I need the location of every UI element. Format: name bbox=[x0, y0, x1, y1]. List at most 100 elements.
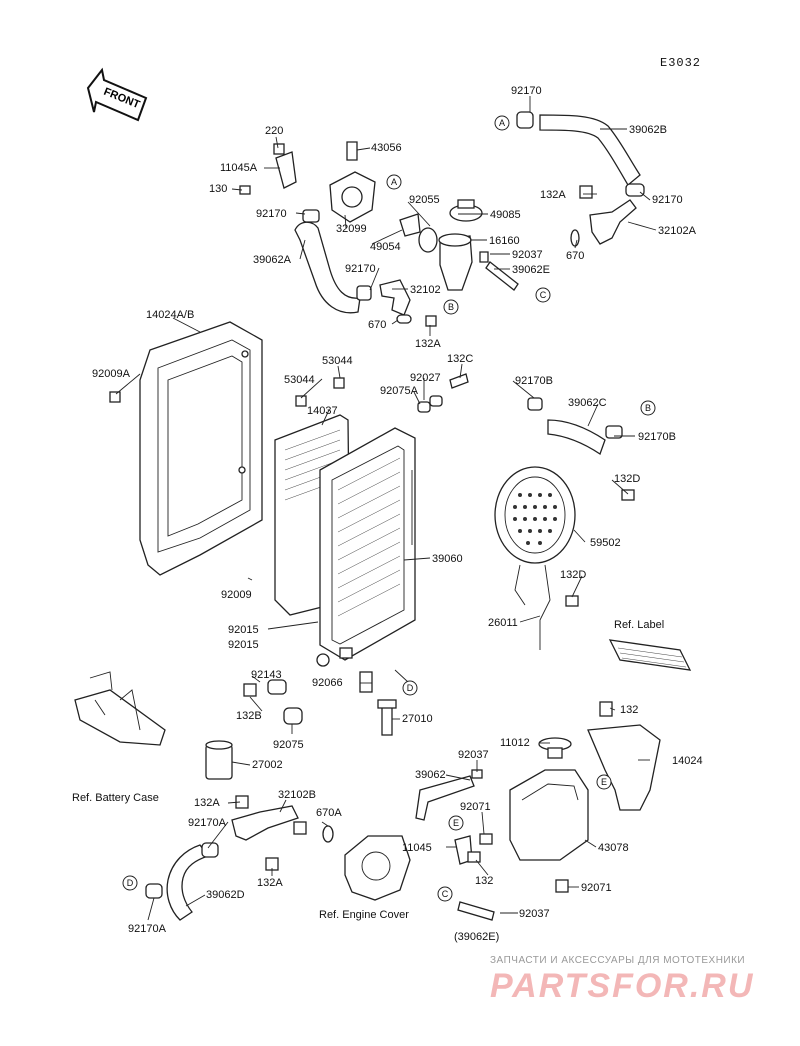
connector-a-label-top: A bbox=[499, 118, 505, 128]
part-label: 16160 bbox=[489, 235, 520, 247]
part-label: (39062E) bbox=[454, 931, 499, 943]
part-label: 27010 bbox=[402, 713, 433, 725]
part-label: 49085 bbox=[490, 209, 521, 221]
connector-b-mark-right bbox=[640, 400, 656, 416]
thermostat-housing-drawing bbox=[239, 141, 376, 223]
connector-e-label-left: E bbox=[453, 818, 459, 828]
connector-c-label-bottom: C bbox=[442, 889, 449, 899]
part-label: 39062C bbox=[568, 397, 607, 409]
part-label: 92009 bbox=[221, 589, 252, 601]
connector-b-label-right: B bbox=[645, 403, 651, 413]
leader-lines bbox=[115, 96, 657, 921]
part-label: 92071 bbox=[460, 801, 491, 813]
part-labels: 220 11045A 130 43056 92170 39062A 32099 … bbox=[92, 85, 703, 943]
mounts-92143-92075-drawing bbox=[243, 679, 303, 725]
connector-a-mark bbox=[386, 174, 402, 190]
hose-39062A-drawing bbox=[294, 209, 372, 314]
part-label: 92170B bbox=[638, 431, 676, 443]
radiator-39060-drawing bbox=[316, 427, 416, 693]
battery-bracket-drawing bbox=[74, 671, 166, 746]
part-label: 92170A bbox=[188, 817, 227, 829]
part-label: 132D bbox=[614, 473, 640, 485]
ref-battery-case-text: Ref. Battery Case bbox=[72, 792, 159, 804]
connector-e-mark-left bbox=[448, 815, 464, 831]
part-label: 132B bbox=[236, 710, 262, 722]
reference-labels: Ref. Label Ref. Battery Case Ref. Engine… bbox=[72, 619, 664, 921]
part-label: 92037 bbox=[458, 749, 489, 761]
part-label: 53044 bbox=[322, 355, 353, 367]
part-label: 26011 bbox=[488, 617, 518, 629]
pipe-32102A-drawing bbox=[570, 185, 637, 247]
part-label: 32102B bbox=[278, 789, 316, 801]
hose-39062B-drawing bbox=[516, 111, 645, 197]
part-label: 92170 bbox=[256, 208, 287, 220]
part-label: 92015 bbox=[228, 624, 259, 636]
part-label: 59502 bbox=[590, 537, 621, 549]
connector-e-label: E bbox=[601, 777, 607, 787]
diagram-code: E3032 bbox=[660, 56, 701, 70]
connector-b-mark bbox=[443, 299, 459, 315]
connector-d-label: D bbox=[407, 683, 414, 693]
engine-cover-drawing bbox=[344, 835, 411, 901]
connector-c-mark bbox=[535, 287, 551, 303]
part-label: 132A bbox=[194, 797, 220, 809]
connector-d-mark-left bbox=[122, 875, 138, 891]
reservoir-tank-43078-drawing bbox=[509, 737, 589, 893]
part-label: 92170 bbox=[652, 194, 683, 206]
part-label: 92055 bbox=[409, 194, 440, 206]
part-label: 39062 bbox=[415, 769, 446, 781]
part-label: 14024A/B bbox=[146, 309, 194, 321]
part-label: 27002 bbox=[252, 759, 283, 771]
part-label: 43056 bbox=[371, 142, 402, 154]
watermark-logo: PARTSFOR.RU bbox=[490, 967, 755, 1005]
part-label: 92075A bbox=[380, 385, 419, 397]
part-label: 670 bbox=[566, 250, 584, 262]
part-label: 11012 bbox=[500, 737, 530, 749]
ref-engine-cover-text: Ref. Engine Cover bbox=[319, 909, 409, 921]
connector-marks: A A B B C C D D E E bbox=[122, 115, 656, 902]
part-label: 220 bbox=[265, 125, 283, 137]
part-label: 132C bbox=[447, 353, 473, 365]
part-label: 92037 bbox=[519, 908, 550, 920]
connector-b-label: B bbox=[448, 302, 454, 312]
part-label: 132A bbox=[257, 877, 283, 889]
bolts-92027-132C-drawing bbox=[417, 373, 469, 413]
part-label: 39062D bbox=[206, 889, 245, 901]
part-label: 670 bbox=[368, 319, 386, 331]
part-label: 14037 bbox=[307, 405, 338, 417]
connector-d-mark bbox=[402, 680, 418, 696]
front-arrow-icon: FRONT bbox=[86, 67, 148, 122]
part-label: 92066 bbox=[312, 677, 343, 689]
part-label: 49054 bbox=[370, 241, 401, 253]
part-label: 132 bbox=[475, 875, 493, 887]
hose-39062C-drawing bbox=[527, 397, 623, 456]
ref-label-drawing bbox=[608, 639, 692, 671]
part-label: 132D bbox=[560, 569, 586, 581]
part-label: 14024 bbox=[672, 755, 703, 767]
part-label: 53044 bbox=[284, 374, 315, 386]
part-label: 11045 bbox=[402, 842, 432, 854]
fan-switch-27002-drawing bbox=[205, 740, 233, 780]
part-label: 11045A bbox=[220, 162, 258, 174]
part-label: 92009A bbox=[92, 368, 131, 380]
watermark-tagline: ЗАПЧАСТИ И АКСЕССУАРЫ ДЛЯ МОТОТЕХНИКИ bbox=[490, 955, 746, 966]
part-label: 92170 bbox=[511, 85, 542, 97]
connector-e-mark bbox=[596, 774, 612, 790]
part-label: 39062B bbox=[629, 124, 667, 136]
part-label: 39062E bbox=[512, 264, 550, 276]
part-label: 92071 bbox=[581, 882, 612, 894]
part-label: 92170 bbox=[345, 263, 376, 275]
part-label: 670A bbox=[316, 807, 342, 819]
sensor-27010-drawing bbox=[377, 699, 397, 736]
hose-39062D-drawing bbox=[145, 842, 219, 921]
part-label: 39060 bbox=[432, 553, 463, 565]
part-label: 43078 bbox=[598, 842, 629, 854]
part-label: 132A bbox=[415, 338, 441, 350]
part-label: 39062A bbox=[253, 254, 292, 266]
connector-a-label: A bbox=[391, 177, 397, 187]
part-label: 92027 bbox=[410, 372, 441, 384]
part-label: 92037 bbox=[512, 249, 543, 261]
part-label: 32102A bbox=[658, 225, 697, 237]
part-label: 92170B bbox=[515, 375, 553, 387]
